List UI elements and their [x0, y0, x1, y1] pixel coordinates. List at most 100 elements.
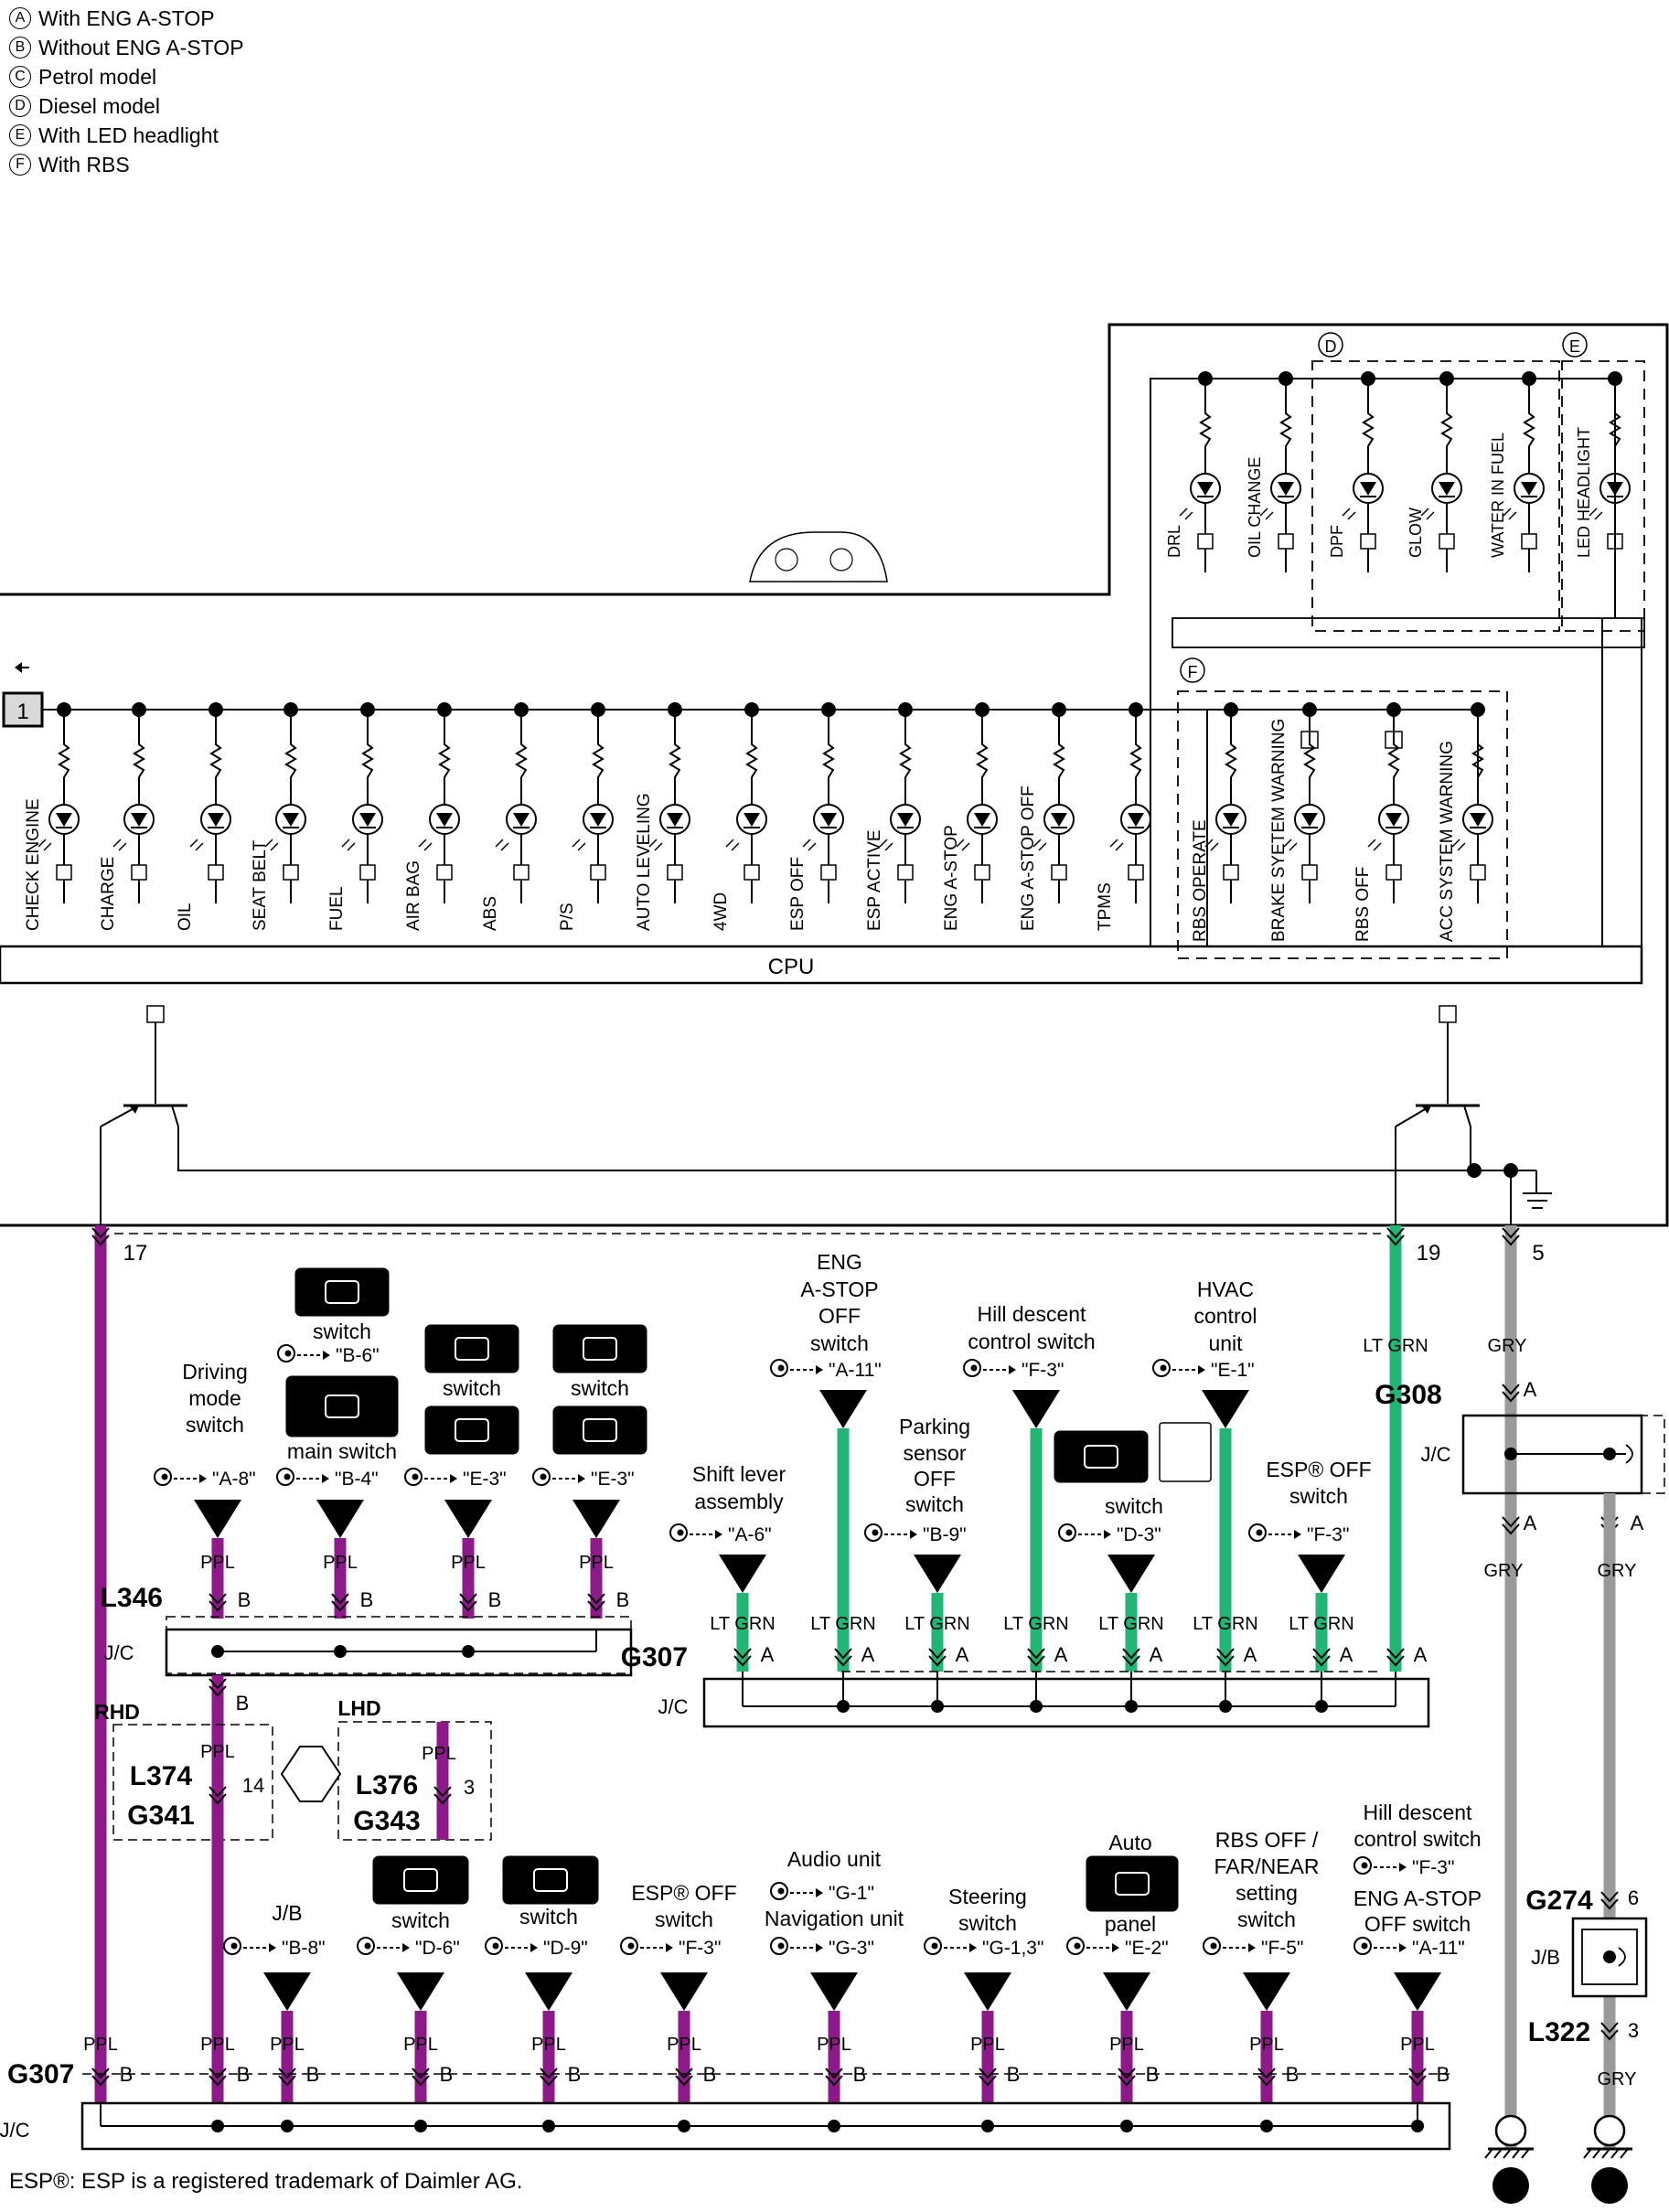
- auto-ac-panel-icon: [1086, 1855, 1179, 1912]
- pin-tick: [209, 1678, 227, 1690]
- arrow-right-icon: [1399, 1863, 1407, 1872]
- pin-tick: [209, 1600, 227, 1612]
- wire-color-label: PPL: [200, 2035, 235, 2055]
- eye-icon: [777, 1942, 785, 1950]
- eye-icon: [404, 1468, 423, 1486]
- pin-tick: [1600, 1891, 1619, 1903]
- indicator-label-4wd: 4WD: [711, 892, 731, 931]
- led-icon: [118, 842, 127, 851]
- resistor-icon: [133, 710, 145, 805]
- eye-icon: [970, 1364, 978, 1372]
- cross-ref-label: "G-3": [829, 1938, 874, 1959]
- g307-dot: [1030, 1700, 1043, 1713]
- transistor-icon: [130, 1106, 139, 1114]
- led-icon: [495, 839, 504, 848]
- led-icon: [1109, 839, 1118, 848]
- pin-tick: [540, 2068, 558, 2079]
- pin-tick: [733, 1655, 752, 1667]
- led-icon: [1420, 508, 1429, 517]
- switch-label: OFF: [914, 1467, 956, 1491]
- pin-tick: [1408, 2075, 1427, 2087]
- legend-text: With LED headlight: [38, 123, 219, 147]
- l346-shield: [166, 1616, 632, 1674]
- cross-ref-label: "B-6": [336, 1345, 380, 1366]
- eye-icon: [627, 1942, 635, 1950]
- pm-switch-icon: [294, 1267, 390, 1317]
- led-icon: [418, 839, 427, 848]
- indicator-label-esp-active: ESP ACTIVE: [865, 829, 884, 931]
- ground-icon: [1620, 2148, 1629, 2159]
- pin-tick: [209, 1786, 227, 1798]
- rhd-label: RHD: [94, 1700, 140, 1724]
- eye-icon: [924, 1937, 942, 1955]
- headlight-leveling-icon: [502, 1855, 599, 1905]
- indicator-label-fuel: FUEL: [327, 886, 347, 931]
- arrow-right-icon: [1399, 1943, 1407, 1952]
- pin-A-label: A: [1631, 1512, 1644, 1534]
- indicator-junction: [209, 702, 223, 717]
- ground-icon: [1521, 2148, 1530, 2159]
- swap-arrow-icon: [280, 1746, 342, 1802]
- indicator-label-seat-belt: SEAT BELT: [251, 839, 270, 931]
- led-icon: [1179, 508, 1188, 517]
- legend-text: With ENG A-STOP: [38, 6, 215, 30]
- transistor-icon: [171, 1105, 179, 1127]
- pin-A-label: A: [1244, 1643, 1257, 1666]
- pw-switch-icon: [285, 1375, 399, 1437]
- eye-icon: [1361, 1862, 1368, 1869]
- connector-G307: G307: [621, 1642, 688, 1672]
- led-icon: [1347, 511, 1356, 520]
- led-icon: [283, 813, 299, 827]
- icon-badge: Pas: [436, 1412, 453, 1422]
- connector-G307-bottom: G307: [7, 2059, 74, 2089]
- fuse-icon: [1618, 1947, 1626, 1967]
- led-icon: [1508, 511, 1517, 520]
- wire-color-label: PPL: [200, 1553, 235, 1573]
- arrow-right-icon: [1248, 1943, 1256, 1952]
- terminal-box: [56, 864, 72, 881]
- wire-color-label: PPL: [1400, 2035, 1435, 2055]
- eye-icon: [770, 1882, 788, 1900]
- indicator-label-charge: CHARGE: [99, 857, 118, 931]
- led-icon: [1283, 839, 1292, 848]
- connector-badge-letter: P: [542, 1977, 554, 1997]
- cross-ref-label: "A-11": [829, 1360, 882, 1381]
- fog-indicator-icon: [1159, 1422, 1212, 1482]
- arrow-right-icon: [969, 1943, 977, 1952]
- arrow-right-icon: [910, 1530, 917, 1539]
- top-bus-wire: [1529, 378, 1616, 618]
- pin-17-tick: [91, 1234, 110, 1246]
- rbs-indicator-label: BRAKE SYETEM WARNING: [1269, 719, 1289, 942]
- ground-icon: [1484, 2148, 1493, 2159]
- resistor-icon: [1523, 379, 1535, 474]
- connector-badge-icon: [444, 1500, 492, 1538]
- led-group-box: [1561, 360, 1645, 632]
- terminal-box: [1470, 864, 1486, 881]
- eye-icon: [1065, 1529, 1073, 1536]
- pin-tick: [1600, 2029, 1619, 2041]
- ground-icon: [1493, 2148, 1503, 2159]
- rbs-indicator-label: RBS OPERATE: [1191, 819, 1210, 942]
- cross-ref-label: "D-9": [543, 1938, 588, 1959]
- pin-B-label: B: [616, 1588, 630, 1611]
- pin-B-label: B: [1286, 2063, 1300, 2086]
- indicator-junction: [437, 702, 452, 717]
- led-icon: [270, 842, 279, 851]
- led-icon: [341, 839, 350, 848]
- connector-badge-letter: Lg: [1025, 1395, 1047, 1415]
- pin-5-tick: [1502, 1227, 1520, 1239]
- ground-icon: [1592, 2148, 1601, 2159]
- dr-seat-icon: [552, 1405, 647, 1455]
- cpu-label: CPU: [768, 955, 815, 979]
- resistor-icon: [1129, 710, 1142, 805]
- wire-color-label: PPL: [970, 2035, 1005, 2055]
- g307-dot: [931, 1700, 944, 1713]
- rbs-group-box: [1177, 690, 1508, 959]
- pin-tick: [1502, 1516, 1520, 1528]
- g307-dot: [837, 1700, 850, 1713]
- pin-tick: [1118, 2068, 1136, 2079]
- pin-tick: [1600, 2022, 1619, 2034]
- terminal-box: [1385, 864, 1402, 881]
- lhd-box: [337, 1721, 492, 1841]
